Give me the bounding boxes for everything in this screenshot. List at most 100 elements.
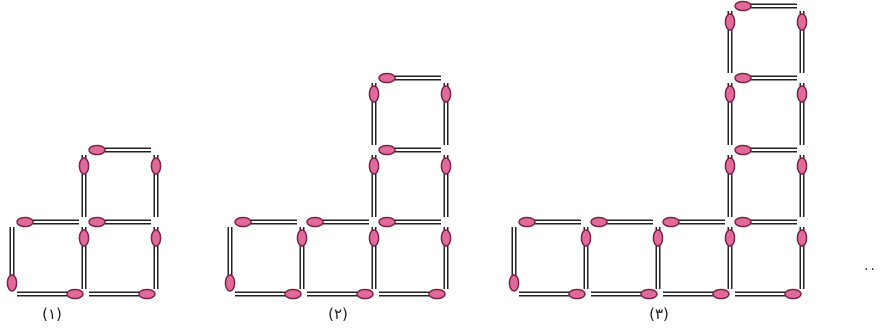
matchstick-horizontal-6 bbox=[378, 144, 441, 156]
match-head bbox=[796, 157, 808, 175]
matchstick-vertical-7 bbox=[150, 227, 162, 289]
matchstick-vertical-17 bbox=[796, 155, 808, 217]
figure-1 bbox=[6, 144, 162, 300]
match-head bbox=[368, 229, 380, 247]
match-head bbox=[78, 157, 90, 175]
match-head bbox=[150, 229, 162, 247]
match-head bbox=[662, 216, 680, 228]
match-head bbox=[734, 72, 752, 84]
matchstick-vertical-13 bbox=[652, 227, 664, 289]
match-head bbox=[568, 288, 586, 300]
matchstick-vertical-12 bbox=[580, 227, 592, 289]
matchstick-horizontal-7 bbox=[734, 216, 797, 228]
match-head bbox=[368, 157, 380, 175]
matchstick-vertical-11 bbox=[508, 227, 520, 292]
match-head bbox=[734, 144, 752, 156]
matchstick-vertical-9 bbox=[150, 155, 162, 217]
match-head bbox=[724, 229, 736, 247]
match-head bbox=[88, 216, 106, 228]
match-head bbox=[440, 229, 452, 247]
matchstick-horizontal-3 bbox=[590, 216, 653, 228]
matchstick-vertical-21 bbox=[796, 11, 808, 73]
figure-3-label: (۳) bbox=[649, 305, 669, 323]
matchstick-horizontal-1 bbox=[518, 216, 581, 228]
match-head bbox=[508, 274, 520, 292]
matchstick-vertical-14 bbox=[724, 227, 736, 289]
match-head bbox=[712, 288, 730, 300]
match-head bbox=[784, 288, 802, 300]
matchstick-horizontal-3 bbox=[306, 216, 369, 228]
match-head bbox=[16, 216, 34, 228]
matchstick-vertical-5 bbox=[6, 227, 18, 292]
match-head bbox=[724, 85, 736, 103]
matchstick-horizontal-4 bbox=[379, 288, 446, 300]
match-head bbox=[796, 85, 808, 103]
matchstick-vertical-19 bbox=[796, 83, 808, 145]
matchstick-horizontal-8 bbox=[734, 144, 797, 156]
figure-2-label: (۲) bbox=[328, 305, 348, 323]
figure-3 bbox=[508, 0, 808, 300]
match-head bbox=[724, 13, 736, 31]
match-head bbox=[88, 144, 106, 156]
match-head bbox=[796, 229, 808, 247]
match-head bbox=[378, 216, 396, 228]
matchstick-vertical-10 bbox=[368, 227, 380, 289]
match-head bbox=[724, 157, 736, 175]
match-head bbox=[796, 13, 808, 31]
matchstick-horizontal-4 bbox=[663, 288, 730, 300]
match-head bbox=[518, 216, 536, 228]
match-head bbox=[428, 288, 446, 300]
matchstick-vertical-14 bbox=[368, 83, 380, 145]
match-head bbox=[234, 216, 252, 228]
match-head bbox=[734, 0, 752, 12]
matchstick-horizontal-6 bbox=[735, 288, 802, 300]
match-head bbox=[138, 288, 156, 300]
matchstick-horizontal-0 bbox=[17, 288, 84, 300]
matchstick-vertical-16 bbox=[724, 155, 736, 217]
match-head bbox=[78, 229, 90, 247]
trailing-dots: .. bbox=[864, 258, 877, 274]
match-head bbox=[440, 157, 452, 175]
match-head bbox=[580, 229, 592, 247]
matchstick-vertical-9 bbox=[296, 227, 308, 289]
match-head bbox=[378, 72, 396, 84]
match-head bbox=[734, 216, 752, 228]
match-head bbox=[296, 229, 308, 247]
match-head bbox=[306, 216, 324, 228]
figure-2 bbox=[224, 72, 452, 300]
matchstick-vertical-6 bbox=[78, 227, 90, 289]
matchstick-horizontal-1 bbox=[234, 216, 297, 228]
matchstick-horizontal-0 bbox=[235, 288, 302, 300]
matchstick-horizontal-7 bbox=[378, 72, 441, 84]
matchstick-vertical-12 bbox=[368, 155, 380, 217]
match-head bbox=[368, 85, 380, 103]
matchstick-vertical-15 bbox=[440, 83, 452, 145]
match-head bbox=[440, 85, 452, 103]
matchstick-horizontal-0 bbox=[519, 288, 586, 300]
match-head bbox=[378, 144, 396, 156]
matchstick-horizontal-2 bbox=[89, 288, 156, 300]
match-head bbox=[356, 288, 374, 300]
figure-1-label: (۱) bbox=[42, 305, 62, 323]
matchstick-horizontal-2 bbox=[591, 288, 658, 300]
matchstick-vertical-11 bbox=[440, 227, 452, 289]
match-head bbox=[6, 274, 18, 292]
matchstick-vertical-8 bbox=[78, 155, 90, 217]
matchstick-vertical-13 bbox=[440, 155, 452, 217]
matchstick-vertical-18 bbox=[724, 83, 736, 145]
match-head bbox=[224, 274, 236, 292]
match-head bbox=[66, 288, 84, 300]
match-head bbox=[590, 216, 608, 228]
match-head bbox=[652, 229, 664, 247]
matchstick-horizontal-1 bbox=[16, 216, 79, 228]
matchstick-horizontal-10 bbox=[734, 0, 797, 12]
match-head bbox=[284, 288, 302, 300]
matchstick-horizontal-2 bbox=[307, 288, 374, 300]
match-head bbox=[150, 157, 162, 175]
matchstick-horizontal-5 bbox=[378, 216, 441, 228]
matchstick-vertical-20 bbox=[724, 11, 736, 73]
matchstick-horizontal-4 bbox=[88, 144, 151, 156]
matchstick-horizontal-3 bbox=[88, 216, 151, 228]
match-head bbox=[640, 288, 658, 300]
